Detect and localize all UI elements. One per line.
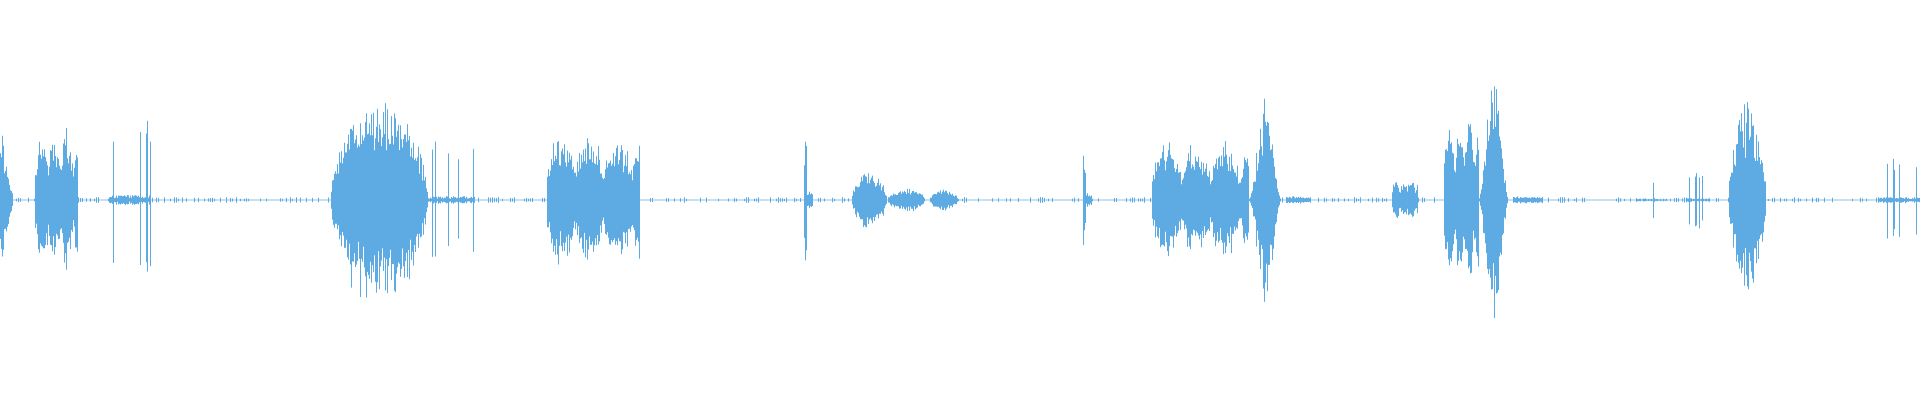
waveform-seg-17-trace [1479,86,1509,318]
waveform-seg-19 [1636,182,1668,218]
waveform-segments [0,86,1920,318]
waveform-seg-12 [1152,141,1249,257]
waveform-seg-10-trace [930,189,958,211]
waveform-seg-20-trace [1686,173,1710,229]
waveform-seg-8 [852,173,887,228]
waveform-seg-3 [109,120,151,272]
waveform-seg-6 [547,138,640,265]
waveform-seg-21 [1729,102,1766,290]
waveform-seg-5 [428,141,475,257]
waveform-seg-9 [888,188,925,211]
waveform-seg-3-trace [109,120,151,272]
waveform-seg-2 [35,127,78,270]
waveform-seg-16-trace [1444,124,1479,274]
waveform-seg-7-trace [804,141,813,261]
waveform-noise-floor [2,197,1915,203]
waveform-seg-12-trace [1152,141,1249,257]
waveform-seg-2-trace [35,127,78,270]
waveform-seg-9-trace [888,188,925,211]
waveform-seg-1-trace [0,135,13,257]
waveform-seg-5-trace [428,141,475,257]
waveform-seg-21-trace [1729,102,1766,290]
waveform-seg-6-trace [547,138,640,265]
waveform-seg-4 [331,103,428,298]
waveform-seg-8-trace [852,173,887,228]
waveform-seg-10 [930,189,958,211]
waveform-seg-4-trace [331,103,428,298]
waveform-seg-16 [1444,124,1479,274]
waveform-seg-20 [1686,173,1710,229]
waveform-seg-19-trace [1636,182,1668,218]
waveform-seg-7 [804,141,813,261]
waveform-seg-17 [1479,86,1509,318]
waveform-seg-1 [0,135,13,257]
